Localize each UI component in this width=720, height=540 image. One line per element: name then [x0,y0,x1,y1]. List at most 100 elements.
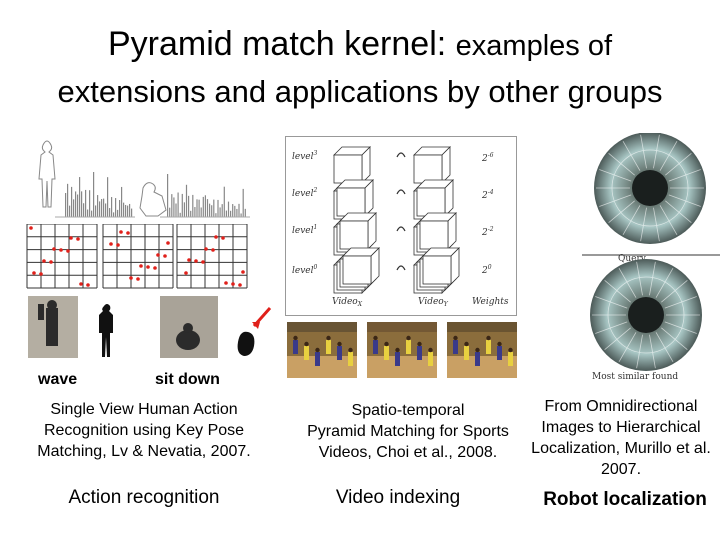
grid-point [39,272,43,276]
player-head [508,347,513,353]
action-caption: Single View Human Action Recognition usi… [37,401,251,460]
hist-bar [230,210,232,217]
omni-ray [636,334,643,369]
hist-bar [238,203,240,217]
hist-bar [97,195,99,217]
omni-ray [659,141,678,171]
omni-ray [604,279,631,303]
grid-point [211,248,215,252]
player [464,346,469,360]
omni-ray [595,296,628,309]
player-head [348,347,353,353]
hist-bar [89,190,91,217]
crowd [447,322,517,332]
omni-ray [664,296,697,309]
video-caption: Spatio-temporal Pyramid Matching for Spo… [307,402,509,461]
level-2-label: level2 [292,187,318,199]
pyramid-figure: level3 level2 level1 level0 2-6 2-4 2-2 … [285,136,517,316]
player [428,352,433,366]
hist-bar [211,205,213,217]
player [337,346,342,360]
omni-ray [640,134,647,169]
hist-bar [91,210,93,217]
grid-point [116,243,120,247]
hist-bar [129,203,131,217]
wave-photo [28,296,78,358]
player-head [384,341,389,347]
omni-ray [665,152,692,176]
hist-bar [173,197,175,217]
pose-histogram-figure [25,133,260,221]
grid-point [153,266,157,270]
grid-point [139,264,143,268]
player-head [428,347,433,353]
grid-point [201,260,205,264]
weight-2: 2-4 [481,189,494,201]
hist-bar [213,199,215,217]
sit-down-tag: sit down [155,371,220,388]
query-label: Query [618,254,647,264]
omni-figure: Query Most similar found [582,132,720,383]
player-head [293,335,298,341]
omni-ray [599,194,632,207]
hist-bar [113,212,115,217]
omni-ray [649,261,656,296]
grid-point [126,231,130,235]
cube-face [416,187,446,217]
hist-bar [194,207,196,217]
pyramid-graphic: level3 level2 level1 level0 2-6 2-4 2-2 … [292,146,509,308]
hist-bar [69,205,71,217]
omni-ray [653,134,660,169]
player [497,346,502,360]
hist-bar [244,208,246,217]
hist-bar [169,207,171,217]
grid-point [86,283,90,287]
weight-3: 2-6 [481,152,494,164]
hist-bar [81,191,83,217]
omni-ring [611,149,689,227]
hist-bar [121,186,123,217]
video-x-label: VideoX [332,297,363,308]
hist-bar [87,209,89,217]
omni-ray [668,194,701,207]
hist-bar [181,193,183,217]
weights-axis-label: Weights [472,297,509,307]
wave-tag: wave [38,371,78,388]
hist-bar [206,199,209,217]
hist-bar [202,196,204,217]
grid-point [146,265,150,269]
court-floor [287,356,357,378]
omni-ray [659,205,678,235]
hist-bar [223,186,225,217]
hist-bar [196,199,198,217]
omni-ring [607,276,685,354]
player [373,340,378,354]
cube-face [342,255,372,285]
player-head [486,335,491,341]
grid-point [156,253,160,257]
player-head [395,347,400,353]
hist-bar [217,199,219,217]
hist-bar [167,174,169,217]
grid-point [194,259,198,263]
grid-point [224,281,228,285]
robot-caption: From Omnidirectional Images to Hierarchi… [531,398,711,478]
player-head [475,347,480,353]
omni-ray [664,321,697,334]
hist-bar [225,210,227,217]
player [293,340,298,354]
omni-ray [622,141,641,171]
hist-bar [101,199,103,217]
hist-bar [79,177,81,217]
hist-bar [192,194,194,217]
intersection-symbol [396,152,406,158]
omni-ray [604,327,631,351]
cube-face [413,154,443,184]
grid-point [42,259,46,263]
grid-point [69,236,73,240]
hist-bar [83,203,85,217]
level-3-label: level3 [292,150,318,162]
omni-ray [618,332,637,362]
hist-bar [115,198,117,217]
omni-ray [665,200,692,224]
